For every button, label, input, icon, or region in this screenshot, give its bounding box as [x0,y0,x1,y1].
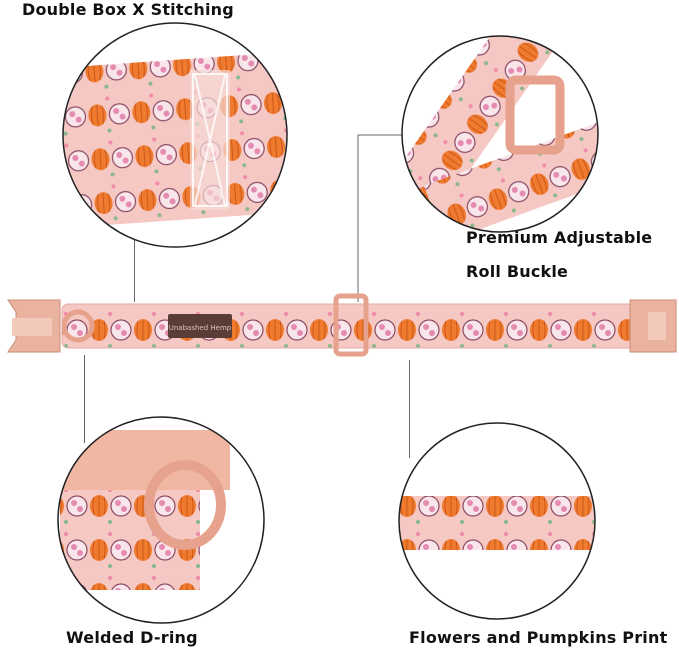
callout-welded-d-ring: Welded D-ring [66,628,198,647]
brand-tag-text: Unabashed Hemp [169,324,232,332]
callout-double-box-stitching: Double Box X Stitching [22,0,234,19]
d-ring [61,309,95,343]
callout-adjustable-buckle-line1: Premium Adjustable [466,228,653,247]
closeup-stitching [62,22,288,248]
closeup-roll-buckle [401,35,599,233]
slide-buckle [333,293,369,357]
release-buckle-left [7,299,61,353]
callout-flowers-pumpkins-print: Flowers and Pumpkins Print [409,628,668,647]
closeup-d-ring [57,416,265,624]
connector-line-print [409,360,410,458]
brand-tag: Unabashed Hemp [168,314,232,338]
callout-adjustable-buckle-line2: Roll Buckle [466,262,569,281]
closeup-print [398,422,596,620]
collar-strap [61,303,635,349]
connector-line-stitching [134,214,135,302]
connector-line-d-ring [84,355,85,443]
release-buckle-right [629,299,677,353]
